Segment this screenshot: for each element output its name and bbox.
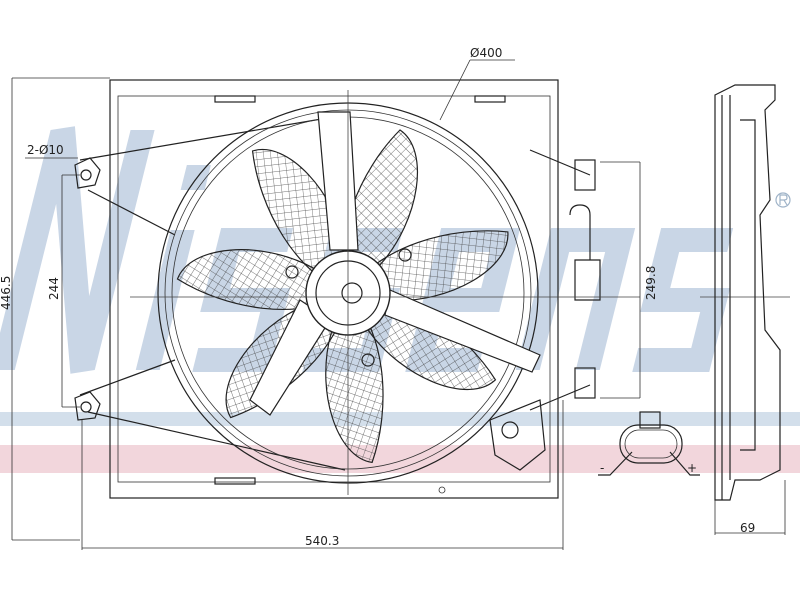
electrical-connector bbox=[598, 411, 700, 476]
dim-depth: 69 bbox=[740, 521, 755, 535]
motor-connector-housing bbox=[489, 399, 546, 471]
connector-negative-label: - bbox=[600, 461, 604, 475]
mount-hole-top bbox=[74, 157, 101, 189]
dim-mount-holes: 2-Ø10 bbox=[27, 143, 64, 157]
watermark-band-blue bbox=[0, 412, 800, 426]
mount-hole-bottom bbox=[74, 391, 101, 421]
fan bbox=[157, 102, 601, 494]
connector-positive-label: + bbox=[687, 461, 697, 475]
side-view bbox=[714, 84, 781, 501]
dim-hole-spacing: 244 bbox=[47, 277, 61, 300]
dim-overall-width: 540.3 bbox=[305, 534, 339, 548]
registered-mark-icon bbox=[775, 192, 791, 208]
dim-shroud-height: 249.8 bbox=[644, 266, 658, 300]
dim-overall-height: 446.5 bbox=[0, 276, 13, 310]
dim-fan-diameter: Ø400 bbox=[470, 46, 502, 60]
